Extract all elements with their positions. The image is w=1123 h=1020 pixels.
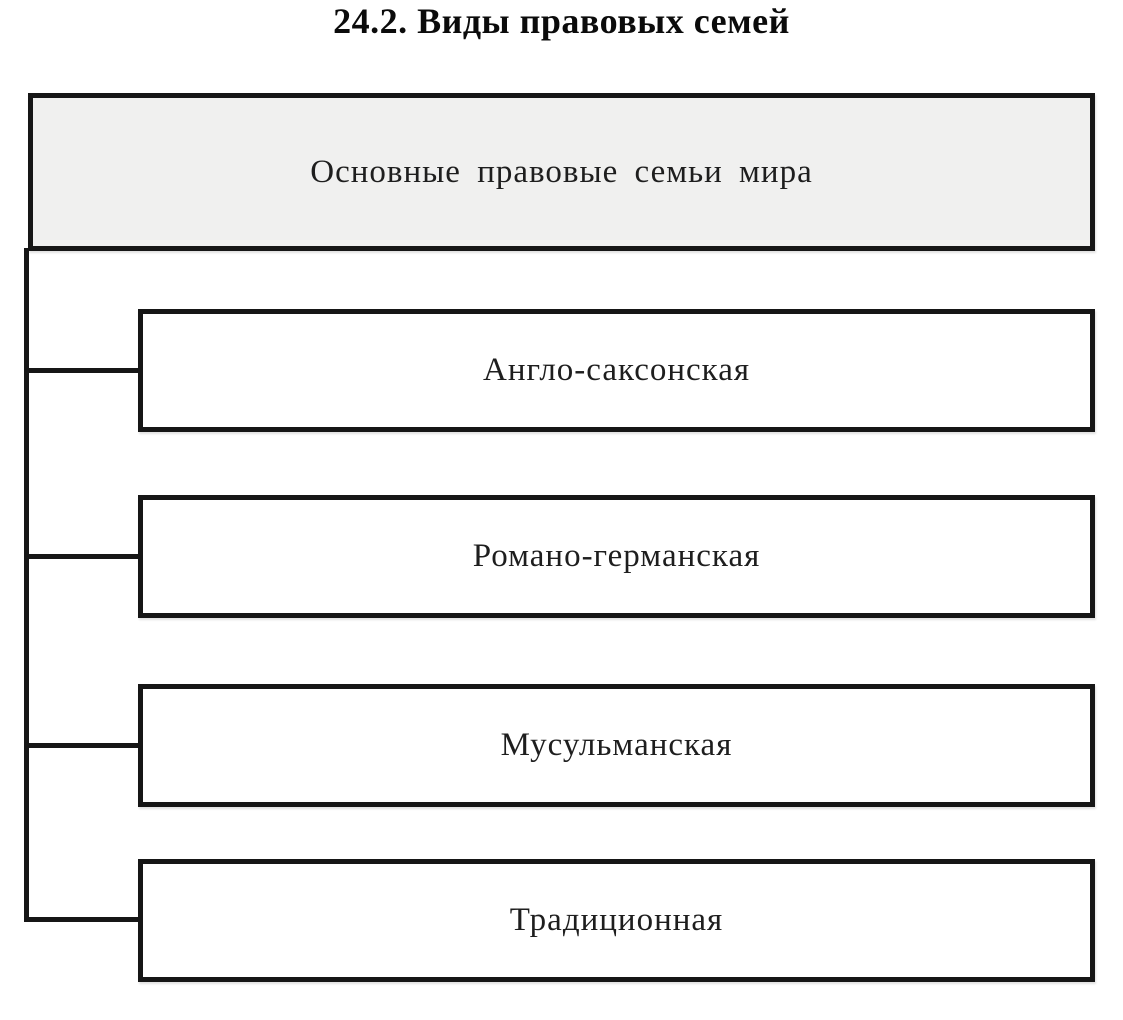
connector-branch-traditional: [24, 917, 140, 922]
child-node-muslim: Мусульманская: [138, 684, 1095, 807]
page-title: 24.2. Виды правовых семей: [333, 1, 790, 41]
child-node-label: Романо-германская: [472, 538, 761, 574]
root-node-label: Основные правовые семьи мира: [310, 153, 813, 190]
child-node-traditional: Традиционная: [138, 859, 1095, 982]
connector-trunk-line: [24, 248, 29, 922]
child-node-anglo-saxon: Англо-саксонская: [138, 309, 1095, 432]
child-node-label: Традиционная: [509, 902, 724, 938]
child-node-label: Мусульманская: [500, 727, 733, 763]
connector-branch-muslim: [24, 743, 140, 748]
root-node-main-legal-families: Основные правовые семьи мира: [28, 93, 1095, 251]
child-node-romano-germanic: Романо-германская: [138, 495, 1095, 618]
connector-branch-romano-germanic: [24, 554, 140, 559]
connector-branch-anglo-saxon: [24, 368, 140, 373]
child-node-label: Англо-саксонская: [482, 352, 751, 388]
